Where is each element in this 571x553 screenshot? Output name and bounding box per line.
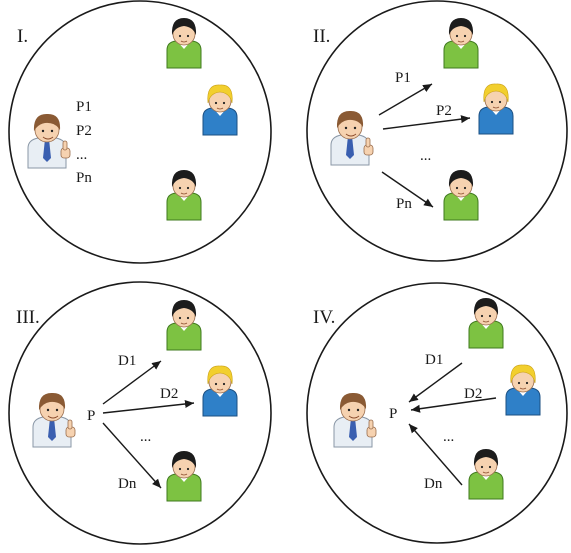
message-label: Dn xyxy=(424,476,443,492)
arrow xyxy=(408,423,463,486)
message-label: P2 xyxy=(76,123,92,139)
arrow xyxy=(102,360,162,405)
panel-4: IV. P D1 D2 ... Dn xyxy=(306,282,568,544)
panel-3-circle xyxy=(8,281,272,545)
panel-3: III. P D1 D2 ... Dn xyxy=(8,281,272,545)
message-label: D2 xyxy=(464,386,482,402)
arrow xyxy=(410,397,497,413)
message-label: Dn xyxy=(118,476,137,492)
ellipsis-label: ... xyxy=(140,429,151,445)
message-label: D1 xyxy=(425,352,443,368)
arrow xyxy=(381,171,434,208)
message-label: D1 xyxy=(118,353,136,369)
center-label: P xyxy=(389,406,397,422)
arrow xyxy=(102,422,162,489)
center-label: P xyxy=(87,408,95,424)
panel-4-label: IV. xyxy=(313,307,335,328)
ellipsis-label: ... xyxy=(443,429,454,445)
arrow xyxy=(102,400,195,414)
message-label: P2 xyxy=(436,103,452,119)
panel-1-circle xyxy=(8,0,272,264)
panel-2: II. P1 P2 ... Pn xyxy=(306,0,568,262)
message-label: D2 xyxy=(160,386,178,402)
panel-3-label: III. xyxy=(16,307,40,328)
panel-2-label: II. xyxy=(313,26,330,47)
ellipsis-label: ... xyxy=(420,148,431,164)
arrow xyxy=(378,83,433,116)
message-label: ... xyxy=(76,147,87,163)
panel-1-label: I. xyxy=(17,26,28,47)
message-label: Pn xyxy=(396,196,412,212)
message-label: Pn xyxy=(76,170,92,186)
panel-2-circle xyxy=(306,0,568,262)
arrow xyxy=(382,115,471,130)
arrow xyxy=(408,362,463,403)
message-label: P1 xyxy=(76,99,92,115)
message-label: P1 xyxy=(395,70,411,86)
panel-1: I. P1 P2 ... Pn xyxy=(8,0,272,264)
